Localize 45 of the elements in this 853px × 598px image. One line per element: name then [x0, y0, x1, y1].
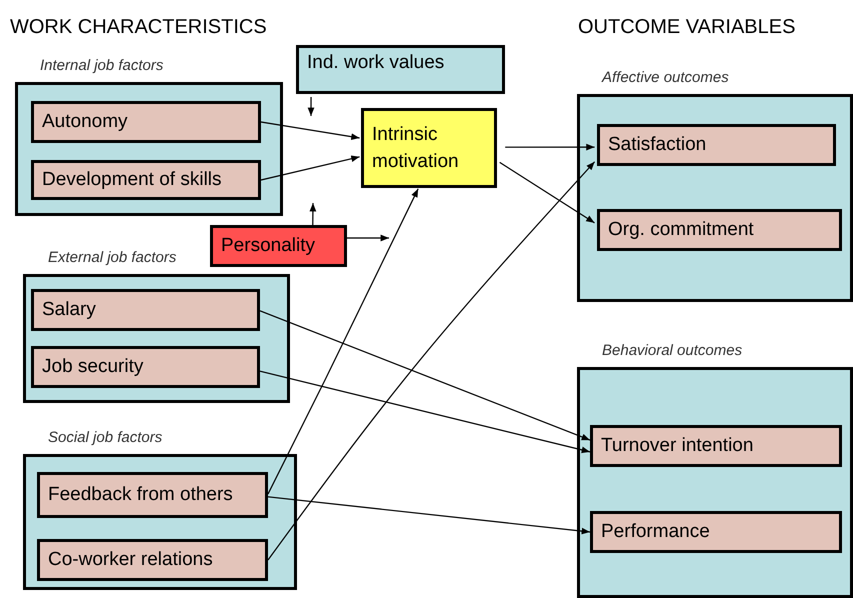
- node-label: Feedback from others: [48, 484, 233, 506]
- group-heading: External job factors: [48, 249, 176, 266]
- group-heading: Social job factors: [48, 429, 162, 446]
- node-label: Co-worker relations: [48, 549, 213, 571]
- node-label: Intrinsic motivation: [372, 123, 460, 174]
- node-label: Personality: [221, 235, 315, 257]
- factor-box: [597, 209, 842, 251]
- node-label: Satisfaction: [608, 134, 706, 156]
- arrow: [499, 162, 595, 224]
- group-heading: Internal job factors: [40, 57, 164, 74]
- section-heading: WORK CHARACTERISTICS: [10, 16, 267, 39]
- node-label: Turnover intention: [601, 435, 754, 457]
- arrow: [260, 155, 360, 181]
- arrow: [505, 144, 595, 150]
- factor-box: [31, 289, 260, 331]
- section-heading: OUTCOME VARIABLES: [578, 16, 796, 39]
- group-heading: Affective outcomes: [602, 69, 729, 86]
- group-heading: Behavioral outcomes: [602, 342, 742, 359]
- factor-box: [31, 346, 260, 388]
- arrow: [260, 121, 360, 140]
- mediator-box: [361, 108, 497, 188]
- node-label: Org. commitment: [608, 219, 754, 241]
- node-label: Ind. work values: [307, 52, 444, 74]
- arrow: [268, 496, 590, 534]
- arrow: [260, 310, 590, 441]
- arrow: [268, 161, 596, 560]
- factor-box: [37, 539, 268, 581]
- node-label: Development of skills: [42, 169, 222, 191]
- node-label: Performance: [601, 521, 710, 543]
- node-label: Job security: [42, 356, 144, 378]
- arrow: [310, 203, 316, 225]
- factor-box: [37, 472, 268, 518]
- moderator-box: [296, 45, 505, 94]
- node-label: Salary: [42, 299, 96, 321]
- arrow: [260, 370, 590, 454]
- arrow: [347, 234, 389, 242]
- node-label: Autonomy: [42, 111, 128, 133]
- factor-box: [590, 425, 842, 467]
- factor-box: [590, 511, 842, 553]
- arrow: [308, 96, 314, 116]
- factor-box: [31, 160, 261, 200]
- arrow: [267, 188, 419, 494]
- personality-box: [210, 225, 347, 267]
- factor-box: [31, 101, 261, 143]
- factor-box: [597, 124, 836, 166]
